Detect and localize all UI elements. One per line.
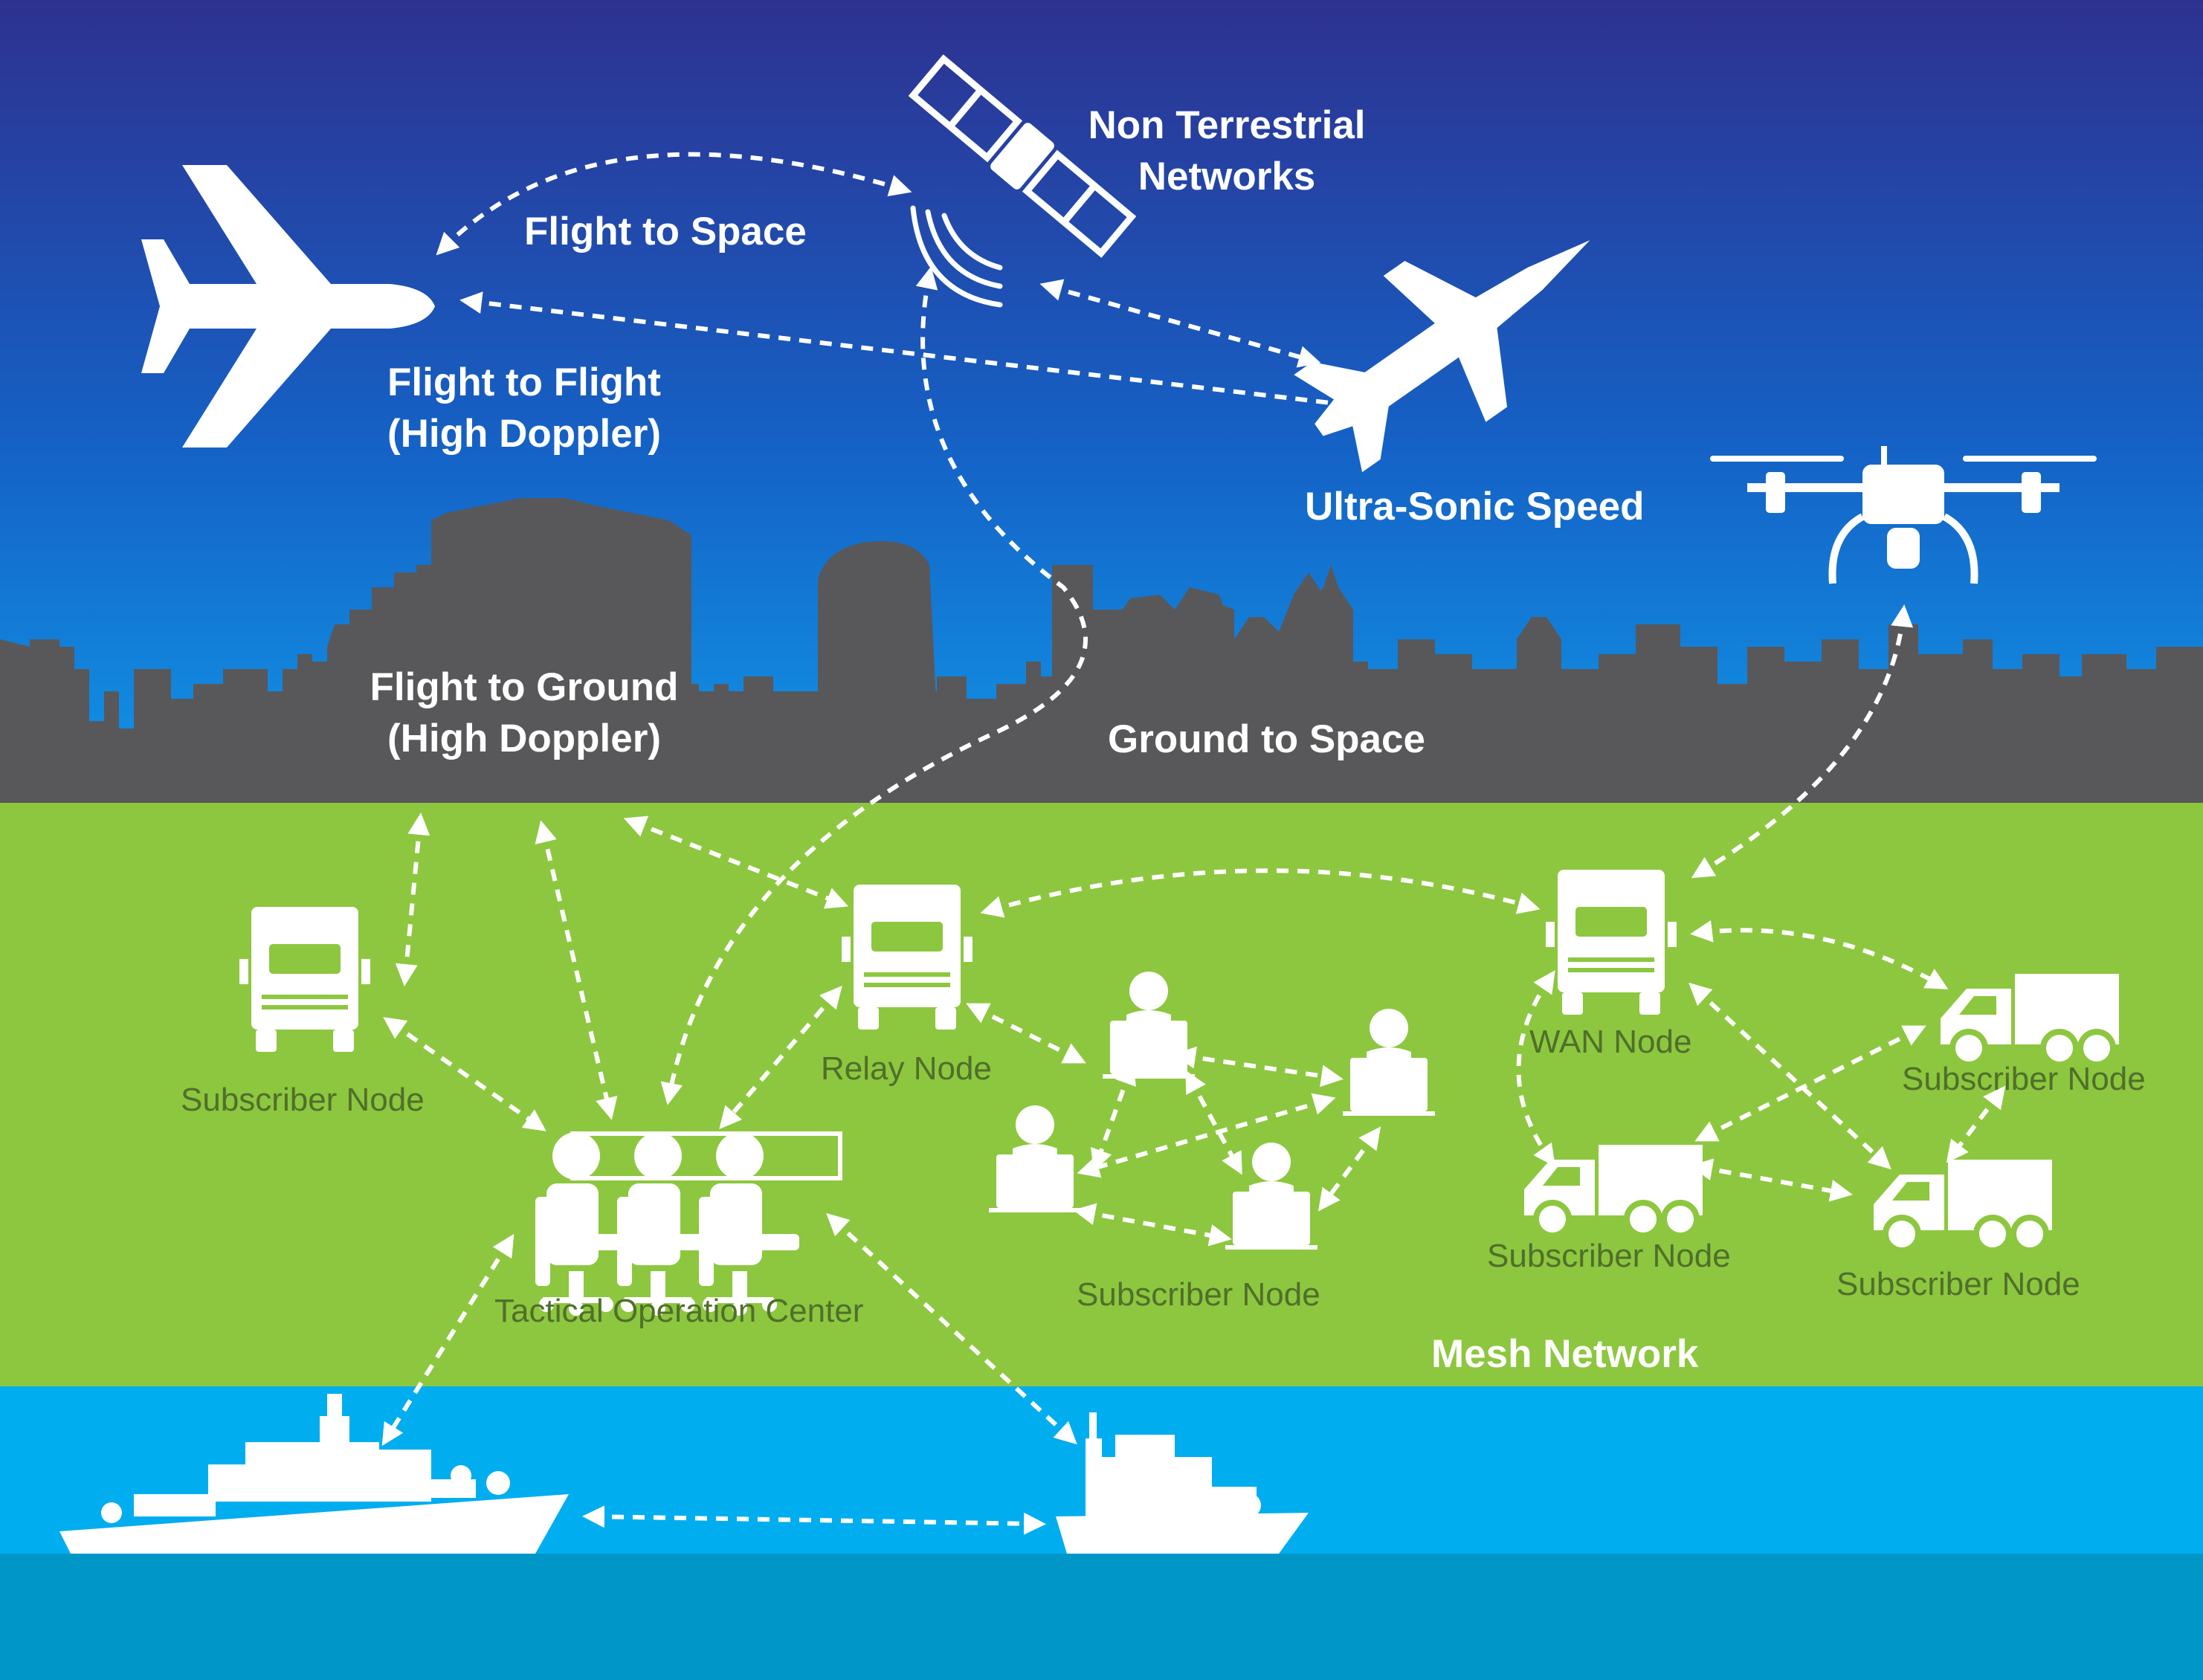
label-mesh-network: Mesh Network xyxy=(1431,1332,1699,1376)
satellite-icon xyxy=(908,54,1137,258)
label-wan-node: WAN Node xyxy=(1529,1024,1692,1060)
label-ultra-sonic: Ultra-Sonic Speed xyxy=(1305,485,1645,529)
label-flight-to-flight-line1: Flight to Flight xyxy=(387,361,661,404)
airplane-icon xyxy=(141,165,435,448)
label-subscriber-node-bottom-mid: Subscriber Node xyxy=(1487,1238,1731,1274)
label-subscriber-node-left: Subscriber Node xyxy=(181,1082,425,1118)
drone-icon xyxy=(1710,446,2097,584)
label-subscriber-node-bottom-right: Subscriber Node xyxy=(1836,1266,2080,1302)
label-non-terrestrial-line1: Non Terrestrial xyxy=(1088,103,1366,147)
label-flight-to-space: Flight to Space xyxy=(524,210,807,253)
operators-icon xyxy=(535,1131,842,1316)
label-tactical-operation-center: Tactical Operation Center xyxy=(494,1293,864,1329)
label-non-terrestrial: Non Terrestrial Networks xyxy=(1026,106,1428,196)
label-flight-to-flight: Flight to Flight (High Doppler) xyxy=(349,363,699,453)
label-flight-to-ground-line2: (High Doppler) xyxy=(387,717,661,760)
label-flight-to-ground: Flight to Ground (High Doppler) xyxy=(349,668,699,758)
patrol-boat-icon xyxy=(1056,1412,1309,1554)
label-subscriber-node-right-top: Subscriber Node xyxy=(1902,1061,2146,1097)
label-ground-to-space: Ground to Space xyxy=(1108,717,1425,761)
label-subscriber-node-center: Subscriber Node xyxy=(1077,1276,1320,1313)
label-flight-to-ground-line1: Flight to Ground xyxy=(370,665,679,709)
label-flight-to-flight-line2: (High Doppler) xyxy=(387,412,661,456)
warship-icon xyxy=(59,1394,569,1554)
label-relay-node: Relay Node xyxy=(821,1050,992,1087)
label-non-terrestrial-line2: Networks xyxy=(1138,155,1316,198)
fighter-jet-icon xyxy=(1294,240,1590,473)
link-arrows xyxy=(381,152,2006,1535)
city-skyline xyxy=(0,572,2203,803)
